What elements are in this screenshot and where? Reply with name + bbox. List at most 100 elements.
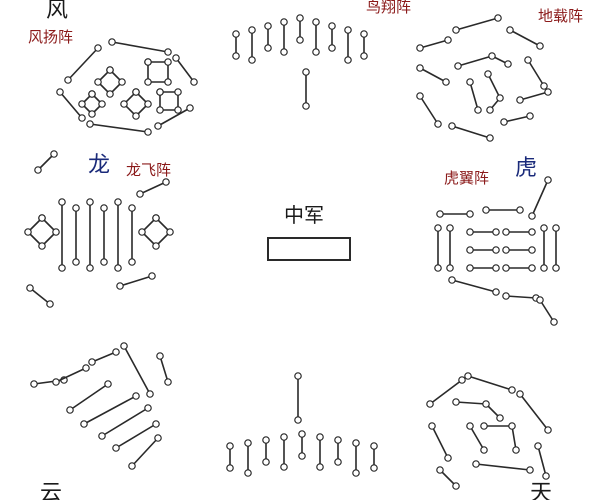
formation-node [86, 120, 94, 128]
formation-node [128, 258, 136, 266]
formation-node [544, 176, 552, 184]
label-hu: 虎 [515, 156, 538, 181]
formation-node [486, 106, 494, 114]
formation-node [186, 104, 194, 112]
formation-node [296, 14, 304, 22]
formation-node [516, 96, 524, 104]
formation-stroke [527, 59, 545, 87]
formation-node [516, 206, 524, 214]
formation-node [466, 264, 474, 272]
formation-node [78, 114, 86, 122]
formation-stroke [139, 181, 167, 195]
formation-node [244, 469, 252, 477]
formation-node [328, 44, 336, 52]
formation-node [528, 264, 536, 272]
formation-node [482, 206, 490, 214]
formation-node [502, 264, 510, 272]
formation-node [174, 106, 182, 114]
formation-node [162, 178, 170, 186]
formation-node [448, 276, 456, 284]
formation-node [262, 458, 270, 466]
formation-node [540, 264, 548, 272]
formation-node [226, 442, 234, 450]
formation-stroke [457, 55, 493, 67]
formation-node [504, 60, 512, 68]
formation-node [264, 22, 272, 30]
formation-node [312, 18, 320, 26]
formation-node [502, 246, 510, 254]
formation-stroke [475, 463, 531, 471]
formation-node [536, 42, 544, 50]
formation-node [30, 380, 38, 388]
formation-node [136, 190, 144, 198]
formation-node [552, 264, 560, 272]
formation-node [492, 228, 500, 236]
formation-node [302, 102, 310, 110]
formation-node [502, 228, 510, 236]
formation-node [296, 36, 304, 44]
formation-node [164, 48, 172, 56]
formation-node [452, 398, 460, 406]
formation-stroke [511, 425, 517, 451]
formation-node [46, 300, 54, 308]
formation-stroke [159, 355, 169, 383]
formation-node [156, 352, 164, 360]
formation-node [88, 358, 96, 366]
formation-node [434, 120, 442, 128]
formation-node [80, 420, 88, 428]
formation-node [88, 110, 96, 118]
formation-node [344, 26, 352, 34]
formation-node [426, 400, 434, 408]
label-longfei: 龙飞阵 [126, 161, 172, 179]
formation-node [100, 204, 108, 212]
formation-node [544, 88, 552, 96]
formation-node [416, 64, 424, 72]
formation-node [488, 52, 496, 60]
formation-node [298, 452, 306, 460]
formation-node [128, 462, 136, 470]
formation-stroke [429, 379, 463, 405]
formation-node [526, 466, 534, 474]
formation-node [118, 78, 126, 86]
formation-node [528, 246, 536, 254]
formation-stroke [131, 437, 159, 467]
formation-node [152, 214, 160, 222]
formation-node [156, 106, 164, 114]
formation-node [280, 48, 288, 56]
formation-node [370, 442, 378, 450]
formation-stroke [419, 95, 439, 125]
formation-node [38, 214, 46, 222]
formation-node [454, 62, 462, 70]
formation-node [550, 318, 558, 326]
formation-node [38, 242, 46, 250]
formation-node [94, 78, 102, 86]
formation-node [66, 406, 74, 414]
formation-node [328, 22, 336, 30]
formation-node [112, 444, 120, 452]
formation-node [428, 422, 436, 430]
formation-stroke [531, 179, 549, 217]
formation-node [114, 264, 122, 272]
formation-stroke [519, 393, 549, 431]
label-dizai: 地载阵 [538, 7, 584, 25]
formation-stroke [419, 39, 449, 49]
formation-node [172, 54, 180, 62]
formation-node [434, 264, 442, 272]
formation-node [294, 416, 302, 424]
formation-node [552, 224, 560, 232]
formation-node [78, 100, 86, 108]
formation-node [166, 228, 174, 236]
formation-node [116, 282, 124, 290]
formation-node [496, 94, 504, 102]
formation-stroke [451, 279, 497, 293]
formation-node [540, 82, 548, 90]
label-niaoxiang: 鸟翔阵 [366, 0, 412, 16]
formation-stroke [69, 383, 109, 411]
formation-stroke [451, 125, 491, 139]
label-long: 龙 [88, 153, 111, 178]
formation-node [120, 100, 128, 108]
formation-node [58, 198, 66, 206]
formation-node [540, 224, 548, 232]
formation-stroke [469, 81, 479, 111]
